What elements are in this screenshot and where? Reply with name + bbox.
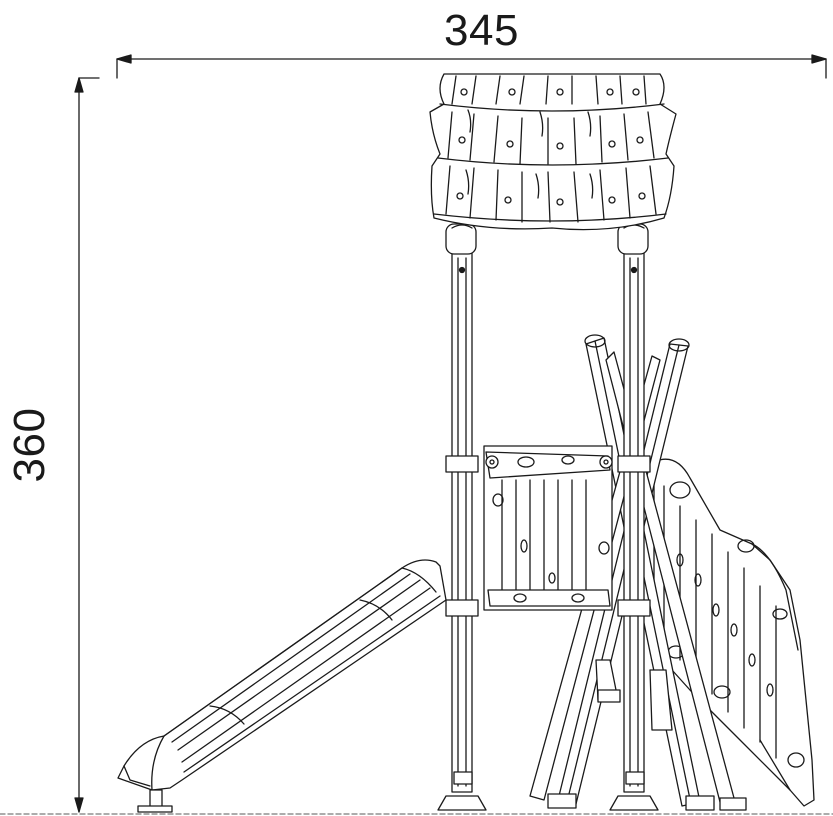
deck-panel <box>483 445 613 611</box>
slide <box>117 559 447 813</box>
climbing-wall <box>653 458 815 807</box>
seat-fixtures <box>595 659 673 731</box>
roof <box>429 73 677 231</box>
right-post <box>609 223 659 811</box>
height-dimension-label: 360 <box>5 407 54 483</box>
width-dimension-label: 345 <box>444 6 519 55</box>
width-dimension-line <box>116 54 827 79</box>
height-dimension-line <box>74 77 100 813</box>
left-post <box>437 223 487 811</box>
